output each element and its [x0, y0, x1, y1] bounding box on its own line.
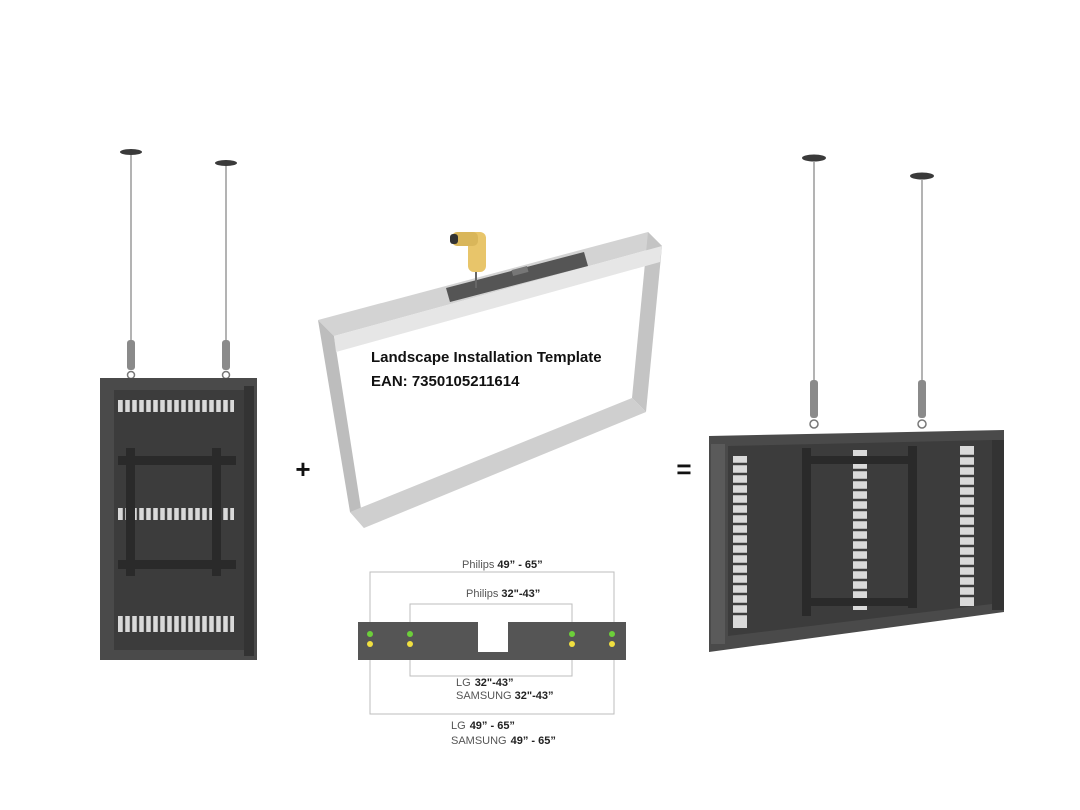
ceiling-plate-icon — [120, 149, 142, 155]
turnbuckle-icon — [222, 340, 230, 370]
landscape-enclosure — [709, 154, 1004, 652]
ceiling-plate-icon — [215, 160, 237, 166]
mounting-holes — [367, 631, 615, 647]
ceiling-plate-icon — [802, 154, 826, 162]
portrait-enclosure — [100, 149, 257, 660]
turnbuckle-icon — [918, 380, 926, 418]
vesa-bracket — [802, 446, 917, 616]
drill-bracket — [446, 252, 588, 302]
template-title: Landscape Installation Template — [371, 349, 602, 366]
vesa-bracket — [118, 448, 236, 576]
template-ean: EAN: 7350105211614 — [371, 373, 520, 390]
installation-template: Landscape Installation Template EAN: 735… — [318, 232, 662, 528]
turnbuckle-icon — [810, 380, 818, 418]
turnbuckle-icon — [127, 340, 135, 370]
equals-sign: = — [676, 454, 691, 484]
drill-icon — [450, 232, 486, 288]
plus-sign: + — [295, 454, 310, 484]
ceiling-plate-icon — [910, 172, 934, 180]
